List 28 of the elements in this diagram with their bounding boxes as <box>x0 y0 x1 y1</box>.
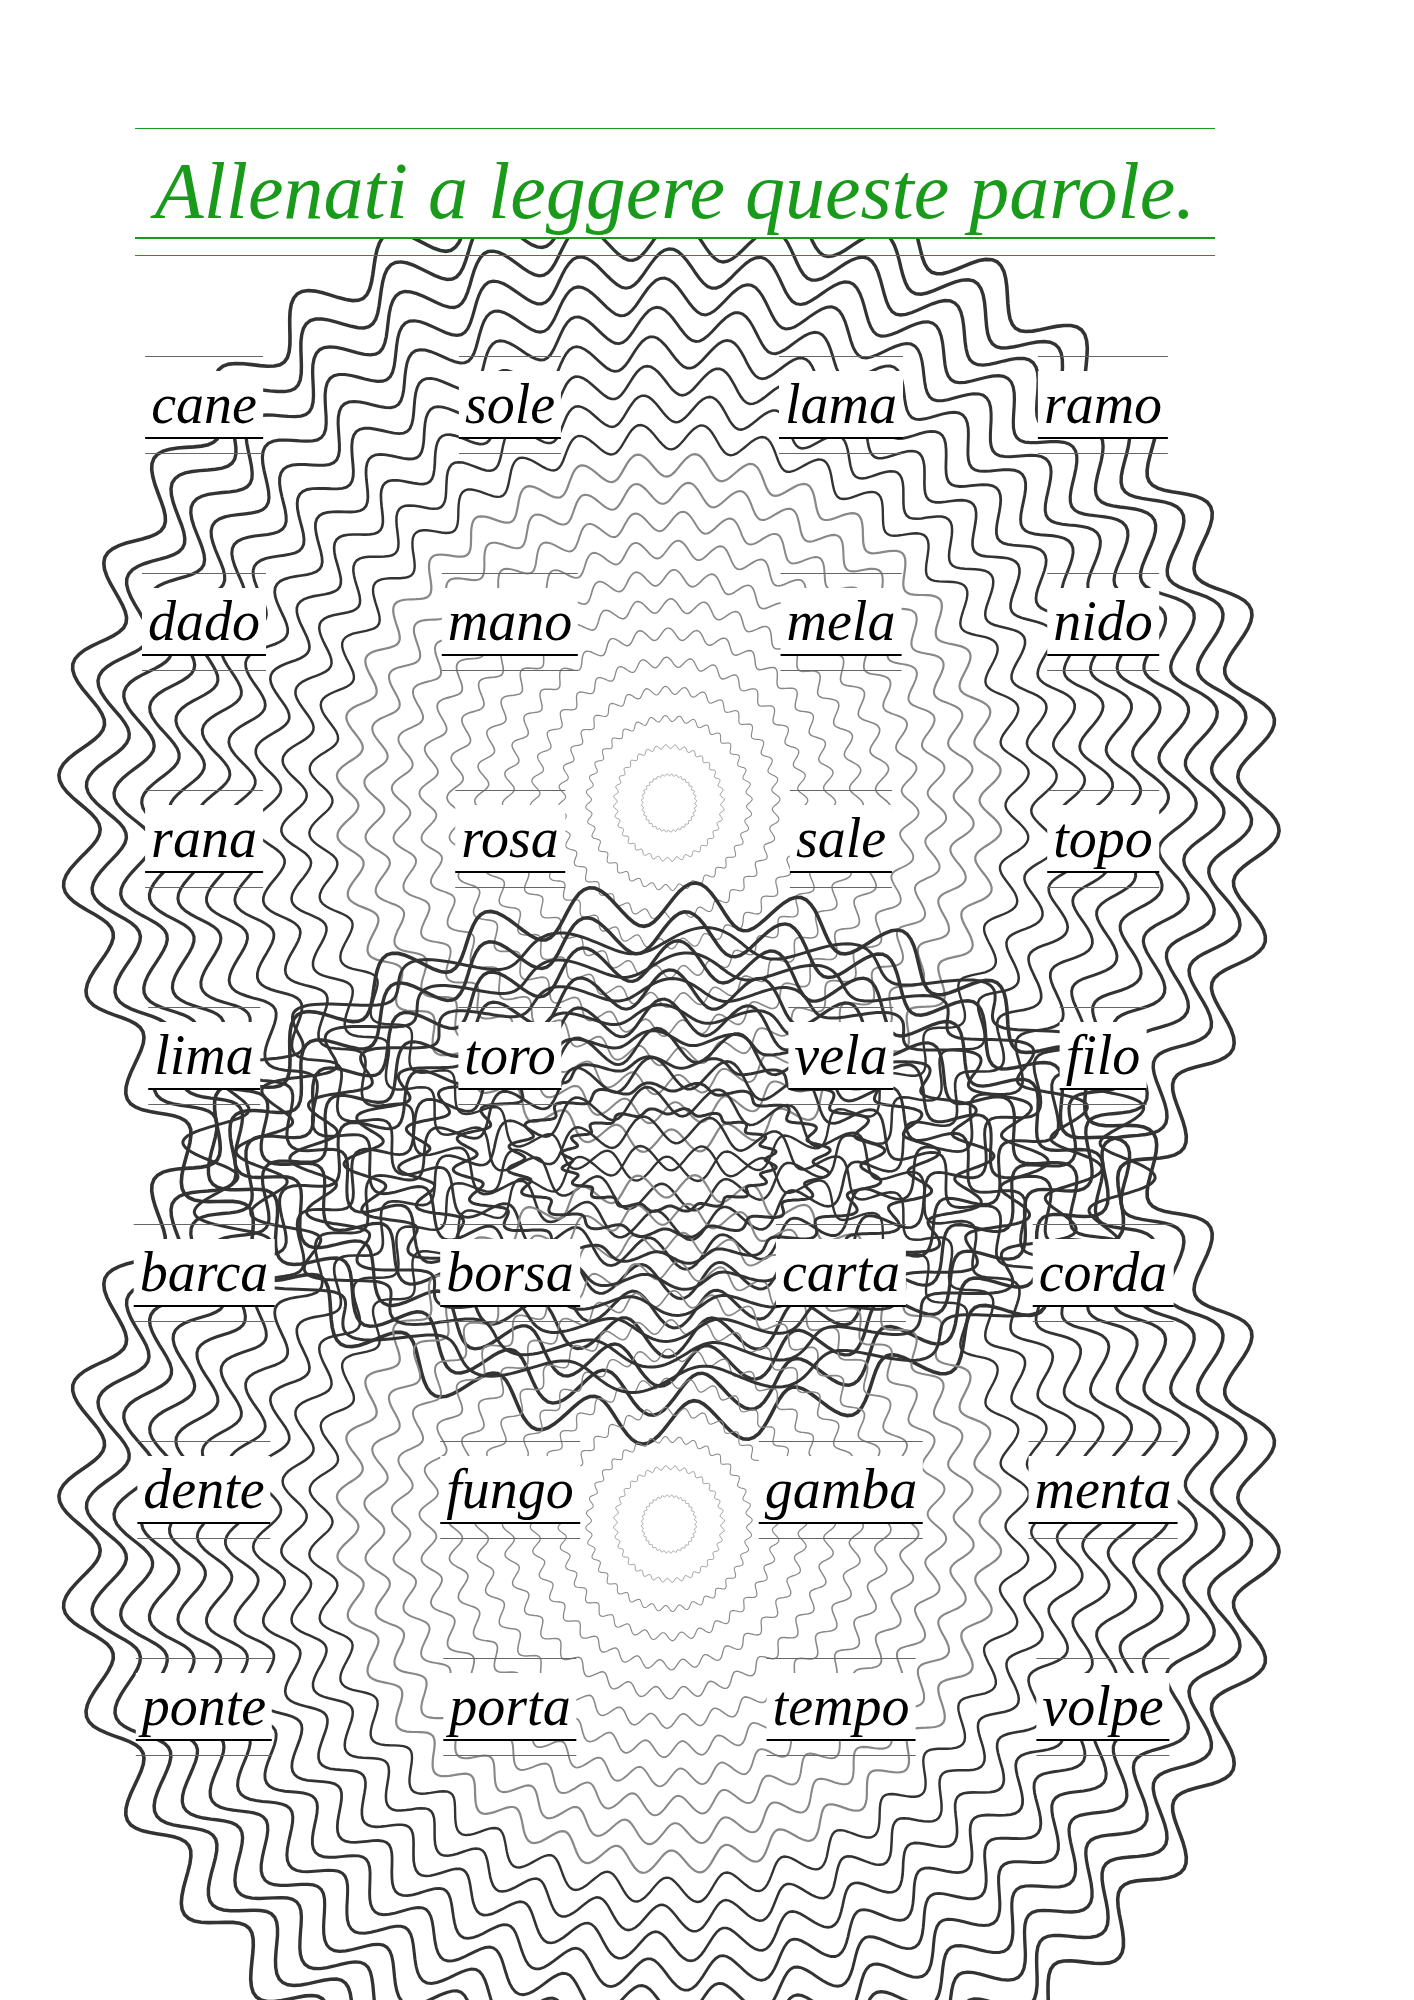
word: dente <box>137 1456 271 1524</box>
word: tempo <box>766 1673 916 1741</box>
word: dado <box>142 588 266 656</box>
word: sole <box>458 371 562 439</box>
word: cane <box>145 371 263 439</box>
word: topo <box>1047 805 1159 873</box>
word: ponte <box>135 1673 273 1741</box>
word: filo <box>1059 1022 1147 1090</box>
word: mano <box>441 588 579 656</box>
word: ramo <box>1037 371 1169 439</box>
word: rana <box>145 805 263 873</box>
word: fungo <box>440 1456 580 1524</box>
word: sale <box>789 805 893 873</box>
word: mela <box>780 588 902 656</box>
word: corda <box>1032 1239 1174 1307</box>
word: carta <box>775 1239 907 1307</box>
word: porta <box>443 1673 577 1741</box>
word: volpe <box>1036 1673 1170 1741</box>
word: lima <box>148 1022 260 1090</box>
word: barca <box>133 1239 275 1307</box>
word: gamba <box>758 1456 924 1524</box>
word: vela <box>788 1022 894 1090</box>
word: menta <box>1028 1456 1178 1524</box>
word: nido <box>1047 588 1159 656</box>
word: lama <box>779 371 903 439</box>
word: toro <box>458 1022 562 1090</box>
word: borsa <box>440 1239 580 1307</box>
word: rosa <box>455 805 565 873</box>
